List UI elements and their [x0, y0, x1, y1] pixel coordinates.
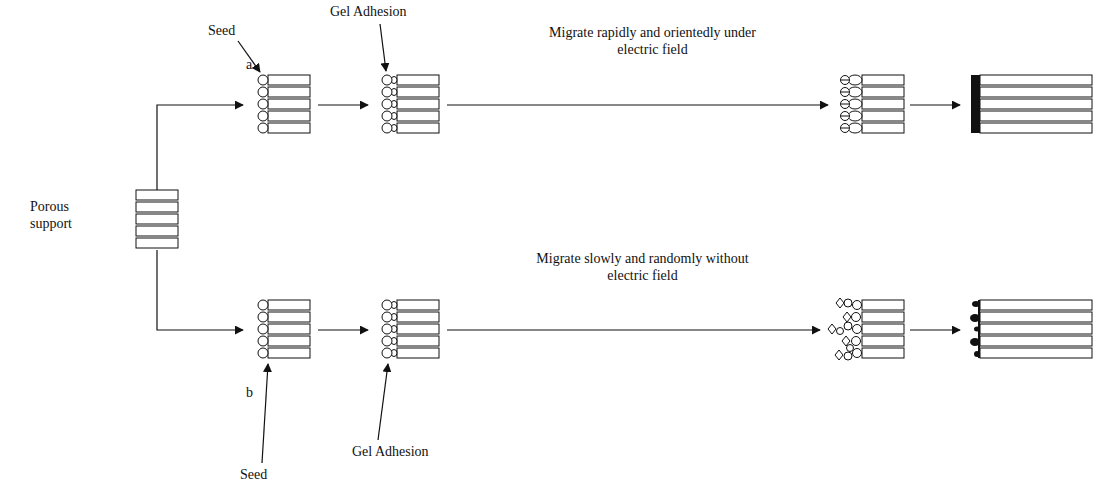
callout-label: Seed: [208, 22, 235, 39]
porous-support-stack: [136, 190, 178, 248]
part-label: Porous support: [30, 198, 82, 232]
callout-label: Gel Adhesion: [330, 3, 407, 20]
callout-label: Gel Adhesion: [352, 443, 429, 460]
callout-arrows: [238, 24, 388, 463]
step-arrows: [318, 105, 960, 330]
route-letter: b: [246, 384, 253, 401]
route-a: [258, 75, 1092, 133]
process-note: Migrate rapidly and orientedly under ele…: [545, 24, 760, 58]
route-letter: a: [246, 56, 252, 73]
process-note: Migrate slowly and randomly without elec…: [535, 250, 750, 284]
route-b: [258, 298, 1092, 360]
branch-arrows: [157, 105, 243, 330]
callout-label: Seed: [240, 466, 267, 483]
